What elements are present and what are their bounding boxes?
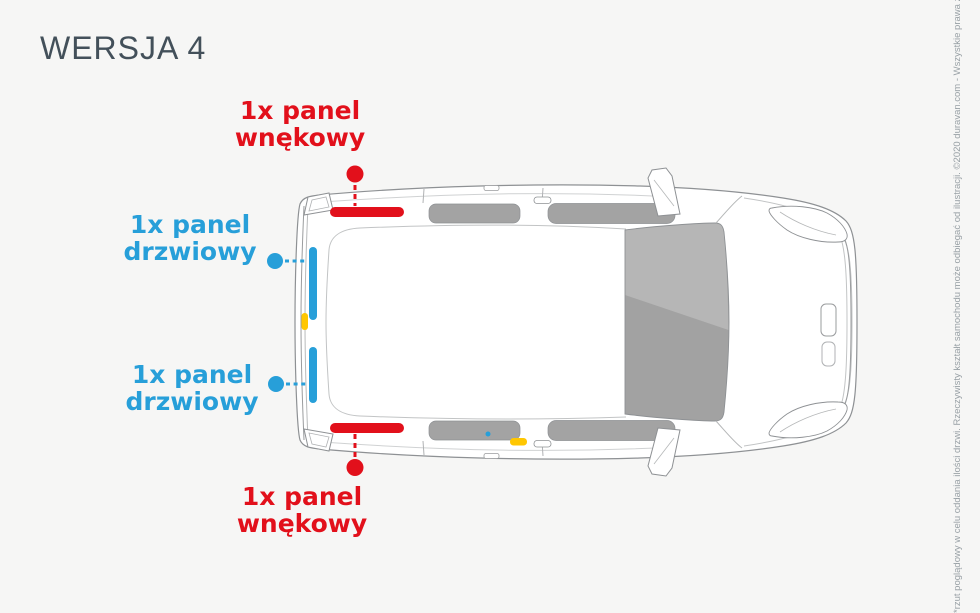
label-line: 1x panel: [239, 96, 361, 125]
headlight-inner: [779, 211, 837, 236]
tail-light-inner: [308, 196, 330, 212]
label-panel-wnekowy-top: 1x panel wnękowy: [210, 97, 390, 151]
page-title: WERSJA 4: [40, 30, 207, 66]
rear-door-line-outer: [300, 205, 305, 441]
front-grille-detail: [821, 341, 836, 367]
copyright-footnote: *rzut poglądowy w celu oddania ilości dr…: [952, 0, 963, 613]
door-seam-a: [422, 188, 425, 204]
panel-drzwiowy-upper-bar: [309, 247, 317, 320]
dot-blue-lower: [268, 376, 284, 392]
cargo-roof-line: [325, 224, 627, 420]
body-crease-top: [321, 193, 677, 203]
sliding-door-window: [428, 203, 521, 224]
bumper-line-inner: [839, 235, 848, 409]
label-panel-drzwiowy-upper: 1x panel drzwiowy: [100, 211, 280, 265]
bumper-line-outer: [844, 239, 852, 405]
label-line: wnękowy: [234, 123, 366, 152]
panel-wnekowy-rear-bottom-bar: [330, 423, 404, 433]
dot-red-top: [346, 165, 364, 183]
front-badge: [820, 303, 837, 337]
label-line: 1x panel: [129, 210, 251, 239]
dot-red-bottom: [346, 459, 364, 476]
tail-light: [303, 192, 334, 216]
label-panel-wnekowy-bottom: 1x panel wnękowy: [212, 483, 392, 537]
label-line: drzwiowy: [125, 387, 259, 416]
label-line: 1x panel: [131, 360, 253, 389]
hinge-marker-bottom: [510, 438, 527, 446]
body-crease-bottom: [321, 441, 677, 451]
side-mirror-inner: [653, 179, 675, 207]
panel-drzwiowy-lower-bar: [309, 347, 317, 403]
roof-rail-detail: [483, 185, 500, 191]
label-line: drzwiowy: [123, 237, 257, 266]
label-line: wnękowy: [236, 509, 368, 538]
door-handle: [533, 196, 552, 204]
micro-dot-blue: [485, 431, 491, 437]
windshield-outline: [624, 222, 730, 422]
a-pillar-line: [715, 195, 743, 224]
dot-blue-upper: [267, 253, 283, 269]
hinge-marker-left: [301, 313, 308, 330]
windshield-glare: [625, 223, 729, 330]
panel-wnekowy-rear-top-bar: [330, 207, 404, 217]
label-line: 1x panel: [241, 482, 363, 511]
label-panel-drzwiowy-lower: 1x panel drzwiowy: [102, 361, 282, 415]
